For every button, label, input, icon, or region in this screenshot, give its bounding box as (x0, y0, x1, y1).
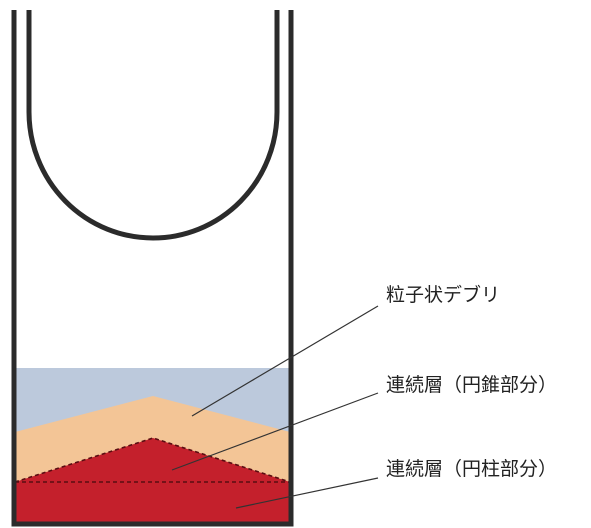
label-continuous-layer-cylinder: 連続層（円柱部分） (386, 458, 558, 480)
label-continuous-layer-cone: 連続層（円錐部分） (386, 374, 558, 396)
label-particulate-debris: 粒子状デブリ (386, 284, 501, 306)
continuous-layer-cylinder-region (15, 482, 290, 523)
leader-line-debris (191, 305, 379, 417)
leader-line-cylinder (235, 477, 379, 509)
leader-line-cone (171, 392, 379, 471)
cone-dashed-boundary (14, 437, 291, 483)
inner-u-tube (26, 10, 280, 241)
